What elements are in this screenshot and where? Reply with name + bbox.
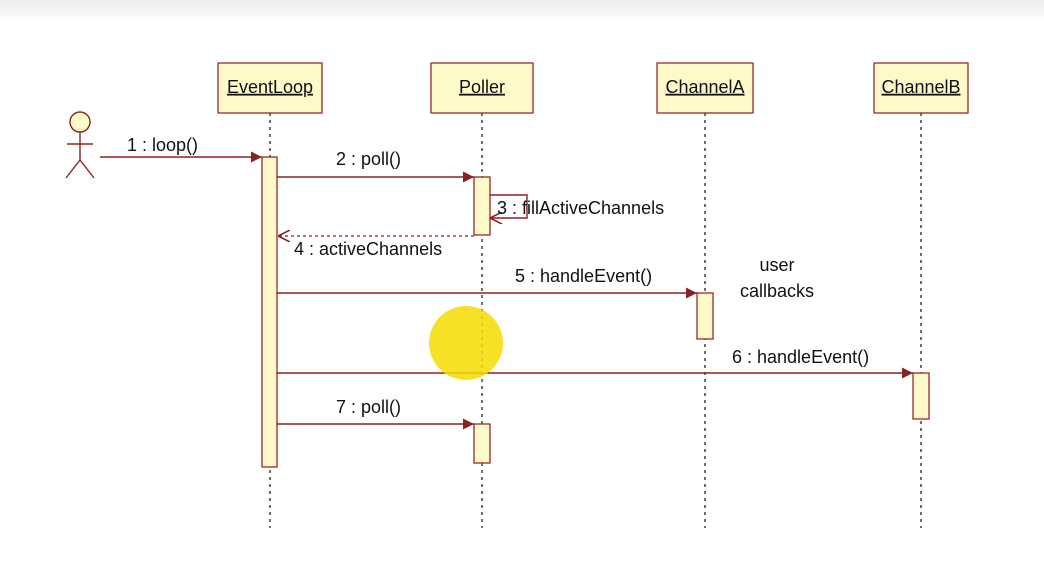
lifeline-eventloop: EventLoop	[217, 62, 323, 114]
message-6-label: 6 : handleEvent()	[732, 347, 869, 367]
message-7-label: 7 : poll()	[336, 397, 401, 417]
lifeline-channela-title: ChannelA	[665, 77, 744, 97]
message-2-label: 2 : poll()	[336, 149, 401, 169]
activation-eventloop	[261, 156, 278, 468]
message-3-arrow	[490, 194, 528, 218]
activation-poller-1	[473, 176, 491, 236]
cursor-highlight	[429, 306, 503, 380]
message-5-label: 5 : handleEvent()	[515, 266, 652, 286]
lifeline-eventloop-title: EventLoop	[227, 77, 313, 97]
message-4-label: 4 : activeChannels	[294, 239, 442, 259]
message-1-label: 1 : loop()	[127, 135, 198, 155]
note-line-1: user	[759, 255, 794, 275]
lifeline-channelb: ChannelB	[873, 62, 969, 114]
activation-channela	[696, 292, 714, 340]
actor-icon	[65, 111, 95, 179]
note-line-2: callbacks	[740, 281, 814, 301]
top-shade	[0, 0, 1044, 22]
lifeline-poller-title: Poller	[459, 77, 505, 97]
lifeline-channela: ChannelA	[656, 62, 754, 114]
activation-poller-2	[473, 423, 491, 464]
activation-channelb	[912, 372, 930, 420]
lifeline-poller: Poller	[430, 62, 534, 114]
message-3-label: 3 : fillActiveChannels	[497, 198, 664, 218]
lifeline-channelb-title: ChannelB	[881, 77, 960, 97]
